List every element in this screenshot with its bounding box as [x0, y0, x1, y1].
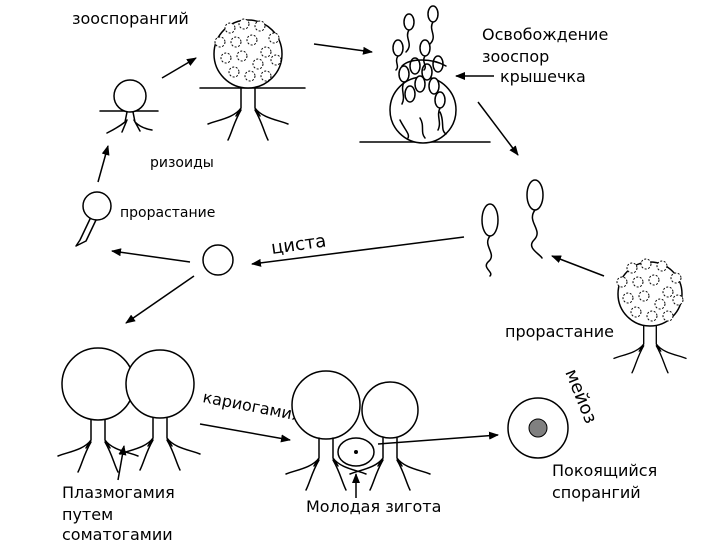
label-plasmogamy-line2: путем [62, 505, 113, 524]
label-plasmogamy-line1: Плазмогамия [62, 483, 175, 502]
arrow-plasmogamy-to-zygote [199, 423, 291, 443]
label-karyogamy: кариогамия [201, 387, 303, 425]
arrow-thallus-to-sporangium [161, 57, 197, 79]
label-cyst: циста [270, 230, 328, 259]
germinating-sporangium [613, 258, 687, 374]
arrow-germination-to-thallus [97, 145, 110, 183]
germinating-cyst [75, 191, 112, 247]
arrow-zoospores-to-cyst [251, 236, 465, 267]
label-release-line2: зооспор [482, 47, 549, 66]
arrow-cyst-to-plasmogamy [125, 275, 195, 324]
cycle-arrows [97, 43, 605, 498]
label-germination-right: прорастание [505, 322, 614, 341]
label-zoosporangium: зооспорангий [72, 9, 189, 28]
label-young-zygote: Молодая зигота [306, 497, 441, 516]
arrow-cyst-to-germination [111, 248, 191, 263]
label-rhizoids: ризоиды [150, 155, 214, 171]
label-lid: крышечка [500, 67, 586, 86]
zygote-thalli [285, 370, 431, 491]
label-plasmogamy-line3: соматогамии [62, 525, 173, 540]
resting-sporangium [507, 397, 569, 459]
zoospores-free [481, 179, 544, 277]
label-release-line1: Освобождение [482, 25, 608, 44]
arrow-plasmogamy-pointer [117, 445, 127, 481]
zoospore-release [359, 5, 491, 144]
arrow-sporangium-to-release [313, 43, 373, 55]
label-resting-line1: Покоящийся [552, 461, 657, 480]
label-germination-left: прорастание [120, 205, 215, 221]
arrow-release-to-zoospores [477, 101, 519, 156]
resting-sporangium-core [528, 418, 548, 438]
arrow-zygote-to-resting [377, 431, 499, 445]
cyst [202, 244, 234, 276]
plasmogamy-thalli [57, 347, 201, 473]
young-thallus [99, 79, 159, 134]
zoosporangium [199, 18, 306, 141]
arrow-sporangium-to-zoospores [551, 255, 605, 277]
label-resting-line2: спорангий [552, 483, 641, 502]
